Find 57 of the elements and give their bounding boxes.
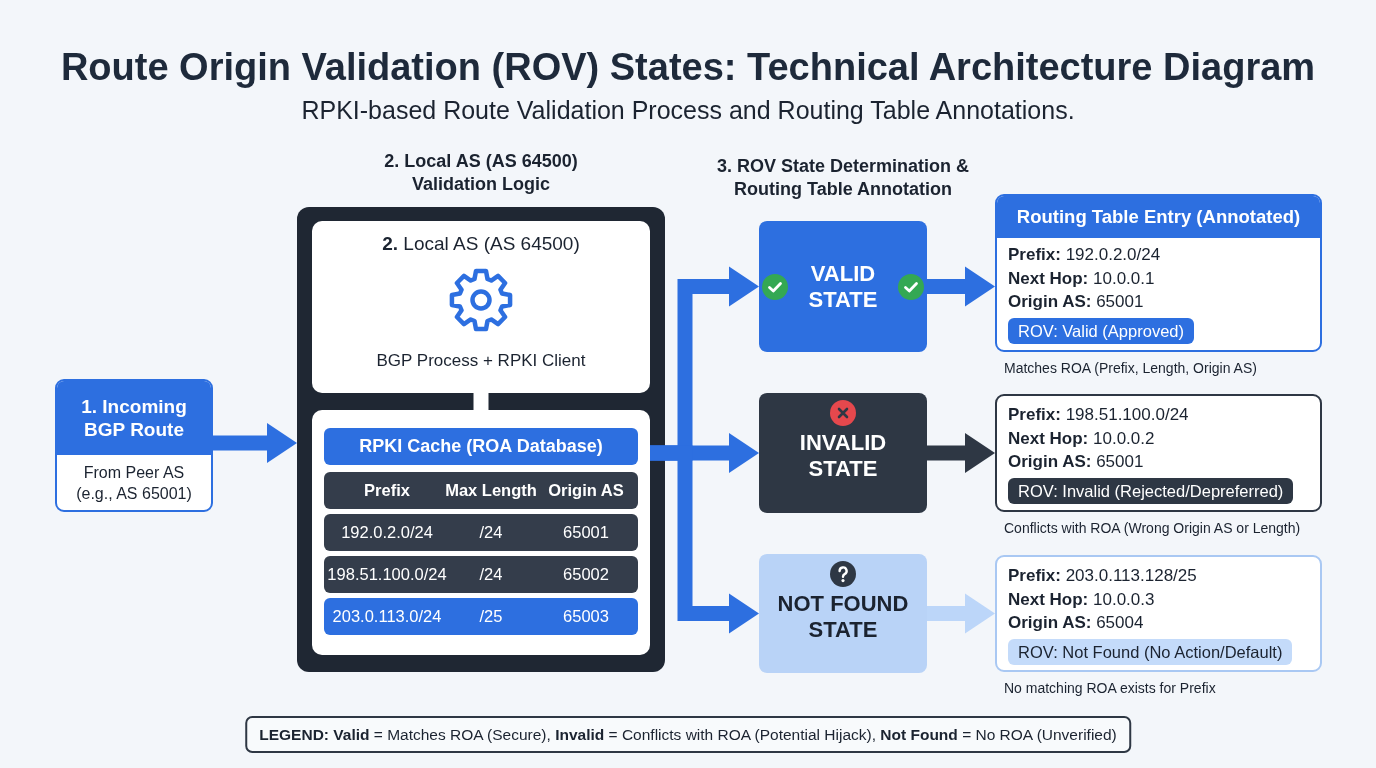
- arrow: [927, 593, 995, 634]
- arrow: [213, 423, 297, 463]
- max-length-text: /25: [479, 606, 503, 627]
- annotation-note: Conflicts with ROA (Wrong Origin AS or Length): [1004, 520, 1301, 537]
- max-length-text: /24: [479, 522, 503, 543]
- column-header: Origin AS: [548, 480, 624, 501]
- state-label: NOT FOUND STATE: [776, 591, 910, 643]
- arrow: [927, 266, 995, 307]
- state-box: [759, 554, 927, 673]
- route-attribute: Prefix: 198.51.100.0/24: [1008, 404, 1190, 426]
- prefix-text: 203.0.113.0/24: [332, 606, 442, 627]
- prefix-text: 192.0.2.0/24: [341, 522, 433, 543]
- route-attribute: Origin AS: 65001: [1008, 291, 1145, 313]
- section-heading: 2. Local AS (AS 64500) Validation Logic: [383, 150, 579, 196]
- arrow: [650, 445, 759, 634]
- card-header: Routing Table Entry (Annotated): [997, 196, 1320, 238]
- origin-as-text: 65002: [563, 564, 609, 585]
- legend-text: LEGEND: Valid = Matches ROA (Secure), Invalid = Conflicts with ROA (Potential Hijack), Not Found = No ROA (Unverified): [259, 725, 1117, 744]
- route-attribute: Origin AS: 65001: [1008, 451, 1145, 473]
- process-box: [312, 221, 650, 393]
- box-caption: BGP Process + RPKI Client: [376, 350, 586, 371]
- origin-as-text: 65001: [563, 522, 609, 543]
- route-card: [55, 379, 213, 512]
- annotation-note: Matches ROA (Prefix, Length, Origin AS): [1004, 360, 1257, 377]
- annotation-note: No matching ROA exists for Prefix: [1004, 680, 1216, 697]
- column-header: Prefix: [364, 480, 410, 501]
- diagram-title: Route Origin Validation (ROV) States: Technical Architecture Diagram: [60, 45, 1316, 89]
- connector-line: [473, 393, 489, 410]
- column-header: Max Length: [445, 480, 537, 501]
- state-label: INVALID STATE: [798, 430, 888, 482]
- state-label: VALID STATE: [807, 260, 879, 313]
- origin-as-text: 65003: [563, 606, 609, 627]
- state-box: [759, 221, 927, 352]
- route-attribute: Next Hop: 10.0.0.2: [1008, 427, 1156, 450]
- subtitle: RPKI-based Route Validation Process and Routing Table Annotations.: [301, 96, 1075, 125]
- section-heading: 3. ROV State Determination & Routing Table Annotation: [715, 155, 971, 201]
- status-tag: ROV: Valid (Approved): [1008, 317, 1194, 344]
- prefix-text: 198.51.100.0/24: [327, 564, 447, 585]
- arrow: [927, 433, 995, 473]
- route-entry-card: [995, 555, 1322, 672]
- status-tag: ROV: Invalid (Rejected/Depreferred): [1008, 477, 1294, 504]
- database-panel: [312, 410, 650, 655]
- route-entry-card: [995, 394, 1322, 512]
- legend-panel: [245, 716, 1131, 753]
- state-box: [759, 393, 927, 513]
- route-attribute: Origin AS: 65004: [1008, 612, 1145, 634]
- route-entry-card: [995, 194, 1322, 352]
- route-attribute: Next Hop: 10.0.0.1: [1008, 267, 1156, 290]
- route-attribute: Prefix: 203.0.113.128/25: [1008, 565, 1198, 587]
- card-header: 1. Incoming BGP Route: [57, 381, 211, 455]
- source-text: From Peer AS (e.g., AS 65001): [75, 463, 193, 504]
- table-title: RPKI Cache (ROA Database): [324, 428, 638, 465]
- max-length-text: /24: [479, 564, 503, 585]
- box-title: 2. Local AS (AS 64500): [382, 233, 580, 255]
- status-tag: ROV: Not Found (No Action/Default): [1008, 638, 1293, 665]
- route-attribute: Next Hop: 10.0.0.3: [1008, 588, 1156, 611]
- route-attribute: Prefix: 192.0.2.0/24: [1008, 244, 1162, 266]
